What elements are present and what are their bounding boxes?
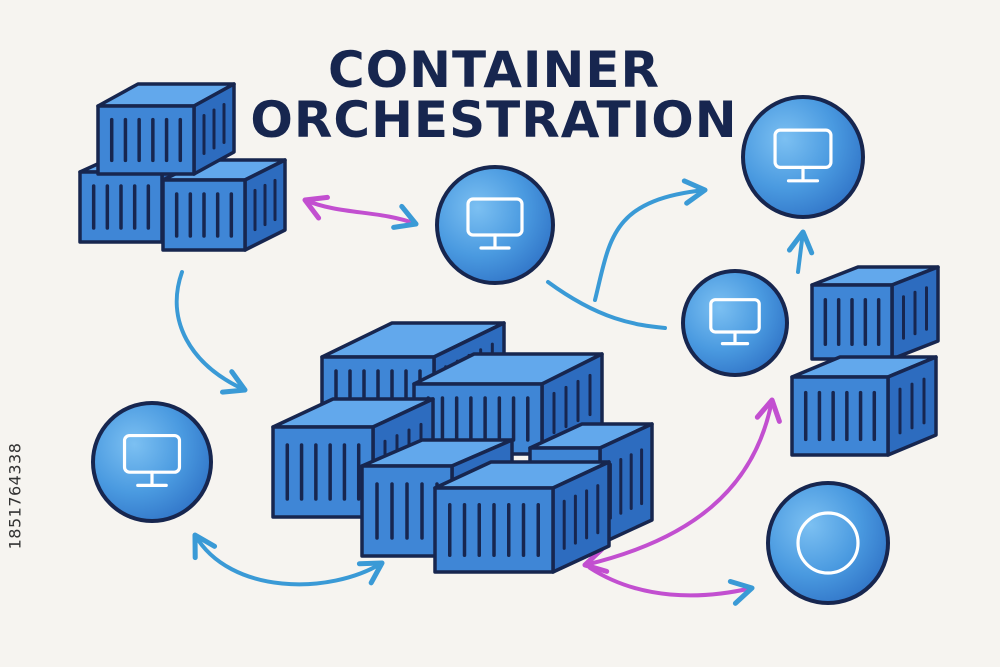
monitor-icon [466, 197, 524, 250]
container-stack-icon [78, 82, 287, 252]
connector-arrows [174, 178, 815, 606]
arrow-up-to-node [786, 229, 815, 274]
monitor-icon [773, 128, 833, 183]
arrow-main-cluster-to-circle [588, 566, 755, 606]
title-line-1: CONTAINER [327, 41, 661, 99]
shipping-container [433, 460, 611, 574]
stock-id-text: 1851764338 [5, 442, 25, 550]
monitor-icon [122, 433, 182, 487]
service-node [766, 481, 890, 605]
circle-icon [796, 511, 860, 575]
arrow-branch-up [593, 178, 708, 302]
shipping-container [790, 355, 938, 457]
stock-id: 1851764338 [2, 426, 28, 566]
container-stack-icon [271, 321, 654, 574]
arrow-cluster-down [174, 270, 248, 395]
service-node [741, 95, 865, 219]
monitor-icon [709, 298, 761, 346]
arrow-node-to-main-cluster [192, 532, 385, 587]
title-line-2: ORCHESTRATION [250, 91, 738, 149]
service-node [681, 269, 789, 377]
container-stack-icon [790, 265, 940, 457]
shipping-container [96, 82, 236, 176]
arrow-cluster-to-node [302, 194, 419, 230]
arrow-node-to-node [546, 280, 667, 330]
shipping-container [810, 265, 940, 361]
service-node [91, 401, 213, 523]
service-node [435, 165, 555, 285]
shipping-container [161, 158, 287, 252]
arrow-main-cluster-to-right [582, 397, 782, 574]
